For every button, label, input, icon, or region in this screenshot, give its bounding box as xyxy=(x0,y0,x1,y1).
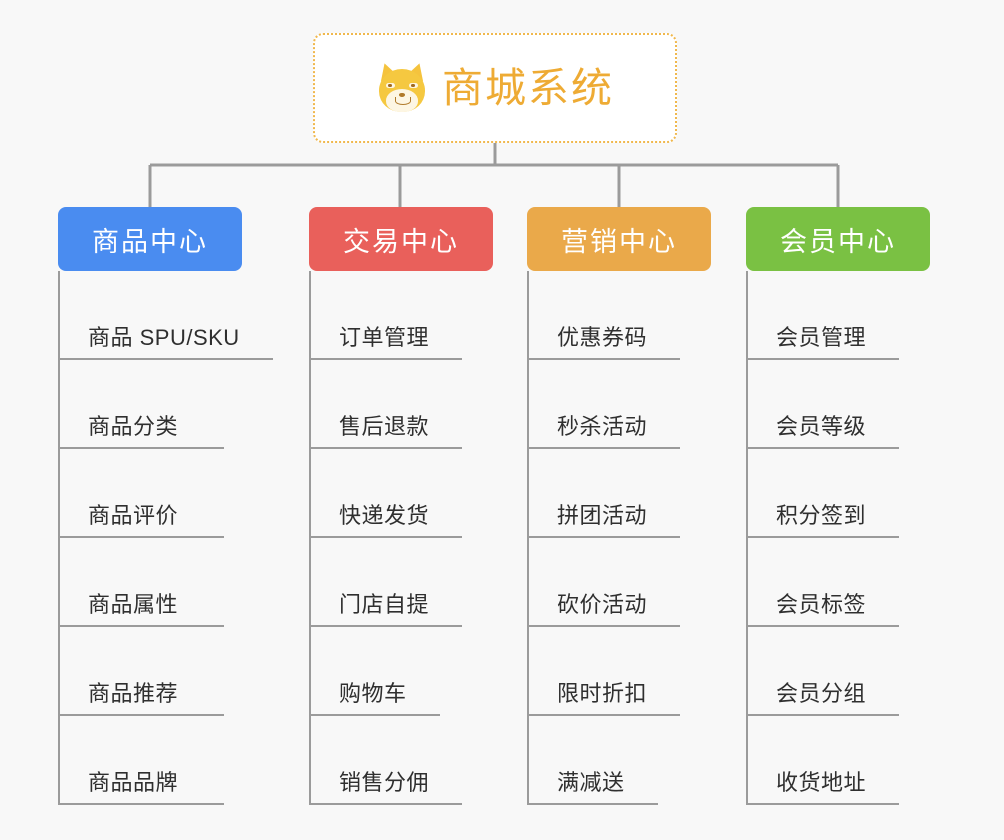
list-item[interactable]: 购物车 xyxy=(309,627,493,716)
leaf-label: 会员等级 xyxy=(776,414,867,439)
leaf-label: 会员分组 xyxy=(776,681,867,706)
branch-trunk xyxy=(527,271,529,805)
leaf-underline xyxy=(309,625,462,627)
list-item[interactable]: 优惠券码 xyxy=(527,271,711,360)
leaf-underline xyxy=(309,447,462,449)
branch-header-会员中心[interactable]: 会员中心 xyxy=(746,207,930,271)
leaf-underline xyxy=(527,358,680,360)
shiba-dog-icon xyxy=(375,60,429,114)
leaf-underline xyxy=(309,358,462,360)
leaf-underline xyxy=(746,447,899,449)
leaf-list: 会员管理 会员等级 积分签到 会员标签 会员分组 收货地址 xyxy=(746,271,930,805)
leaf-label: 优惠券码 xyxy=(557,325,648,350)
leaf-label: 秒杀活动 xyxy=(557,414,648,439)
list-item[interactable]: 积分签到 xyxy=(746,449,930,538)
leaf-underline xyxy=(746,358,899,360)
leaf-list: 商品 SPU/SKU 商品分类 商品评价 商品属性 商品推荐 商品品牌 xyxy=(58,271,273,805)
leaf-underline xyxy=(58,358,273,360)
leaf-label: 订单管理 xyxy=(339,325,430,350)
leaf-underline xyxy=(527,625,680,627)
page-title: 商城系统 xyxy=(442,64,614,111)
leaf-label: 商品属性 xyxy=(88,592,179,617)
list-item[interactable]: 门店自提 xyxy=(309,538,493,627)
leaf-label: 商品评价 xyxy=(88,503,179,528)
leaf-underline xyxy=(527,447,680,449)
leaf-underline xyxy=(309,714,440,716)
list-item[interactable]: 拼团活动 xyxy=(527,449,711,538)
list-item[interactable]: 满减送 xyxy=(527,716,711,805)
leaf-label: 商品推荐 xyxy=(88,681,179,706)
leaf-label: 门店自提 xyxy=(339,592,430,617)
list-item[interactable]: 收货地址 xyxy=(746,716,930,805)
leaf-label: 商品品牌 xyxy=(88,770,179,795)
leaf-underline xyxy=(58,536,224,538)
branch-column: 营销中心 优惠券码 秒杀活动 拼团活动 砍价活动 限时折扣 xyxy=(527,207,711,805)
list-item[interactable]: 商品品牌 xyxy=(58,716,242,805)
leaf-underline xyxy=(746,625,899,627)
leaf-label: 快递发货 xyxy=(339,503,430,528)
leaf-label: 砍价活动 xyxy=(557,592,648,617)
branch-trunk xyxy=(746,271,748,805)
leaf-label: 商品分类 xyxy=(88,414,179,439)
leaf-list: 订单管理 售后退款 快递发货 门店自提 购物车 销售分佣 xyxy=(309,271,493,805)
leaf-underline xyxy=(527,803,658,805)
leaf-underline xyxy=(58,714,224,716)
leaf-label: 购物车 xyxy=(339,681,407,706)
list-item[interactable]: 商品 SPU/SKU xyxy=(58,271,273,360)
leaf-underline xyxy=(746,803,899,805)
list-item[interactable]: 会员管理 xyxy=(746,271,930,360)
branch-header-商品中心[interactable]: 商品中心 xyxy=(58,207,242,271)
leaf-underline xyxy=(58,803,224,805)
leaf-label: 收货地址 xyxy=(776,770,867,795)
leaf-underline xyxy=(746,536,899,538)
list-item[interactable]: 砍价活动 xyxy=(527,538,711,627)
list-item[interactable]: 商品推荐 xyxy=(58,627,242,716)
leaf-label: 会员标签 xyxy=(776,592,867,617)
branch-column: 交易中心 订单管理 售后退款 快递发货 门店自提 购物车 xyxy=(309,207,493,805)
branch-header-交易中心[interactable]: 交易中心 xyxy=(309,207,493,271)
leaf-underline xyxy=(58,447,224,449)
leaf-underline xyxy=(58,625,224,627)
leaf-label: 限时折扣 xyxy=(557,681,648,706)
list-item[interactable]: 会员分组 xyxy=(746,627,930,716)
root-node[interactable]: 商城系统 xyxy=(313,33,677,143)
list-item[interactable]: 秒杀活动 xyxy=(527,360,711,449)
leaf-label: 满减送 xyxy=(557,770,625,795)
branch-header-营销中心[interactable]: 营销中心 xyxy=(527,207,711,271)
leaf-label: 销售分佣 xyxy=(339,770,430,795)
branch-column: 会员中心 会员管理 会员等级 积分签到 会员标签 会员分组 xyxy=(746,207,930,805)
list-item[interactable]: 商品属性 xyxy=(58,538,242,627)
leaf-label: 商品 SPU/SKU xyxy=(88,325,240,350)
list-item[interactable]: 限时折扣 xyxy=(527,627,711,716)
branch-trunk xyxy=(58,271,60,805)
branch-trunk xyxy=(309,271,311,805)
leaf-underline xyxy=(309,803,462,805)
list-item[interactable]: 商品分类 xyxy=(58,360,242,449)
list-item[interactable]: 快递发货 xyxy=(309,449,493,538)
list-item[interactable]: 销售分佣 xyxy=(309,716,493,805)
list-item[interactable]: 会员标签 xyxy=(746,538,930,627)
leaf-underline xyxy=(527,714,680,716)
leaf-label: 拼团活动 xyxy=(557,503,648,528)
leaf-label: 会员管理 xyxy=(776,325,867,350)
branch-column: 商品中心 商品 SPU/SKU 商品分类 商品评价 商品属性 商品推荐 xyxy=(58,207,273,805)
leaf-list: 优惠券码 秒杀活动 拼团活动 砍价活动 限时折扣 满减送 xyxy=(527,271,711,805)
leaf-underline xyxy=(527,536,680,538)
list-item[interactable]: 售后退款 xyxy=(309,360,493,449)
list-item[interactable]: 订单管理 xyxy=(309,271,493,360)
leaf-label: 售后退款 xyxy=(339,414,430,439)
leaf-underline xyxy=(746,714,899,716)
list-item[interactable]: 会员等级 xyxy=(746,360,930,449)
leaf-label: 积分签到 xyxy=(776,503,867,528)
leaf-underline xyxy=(309,536,462,538)
list-item[interactable]: 商品评价 xyxy=(58,449,242,538)
